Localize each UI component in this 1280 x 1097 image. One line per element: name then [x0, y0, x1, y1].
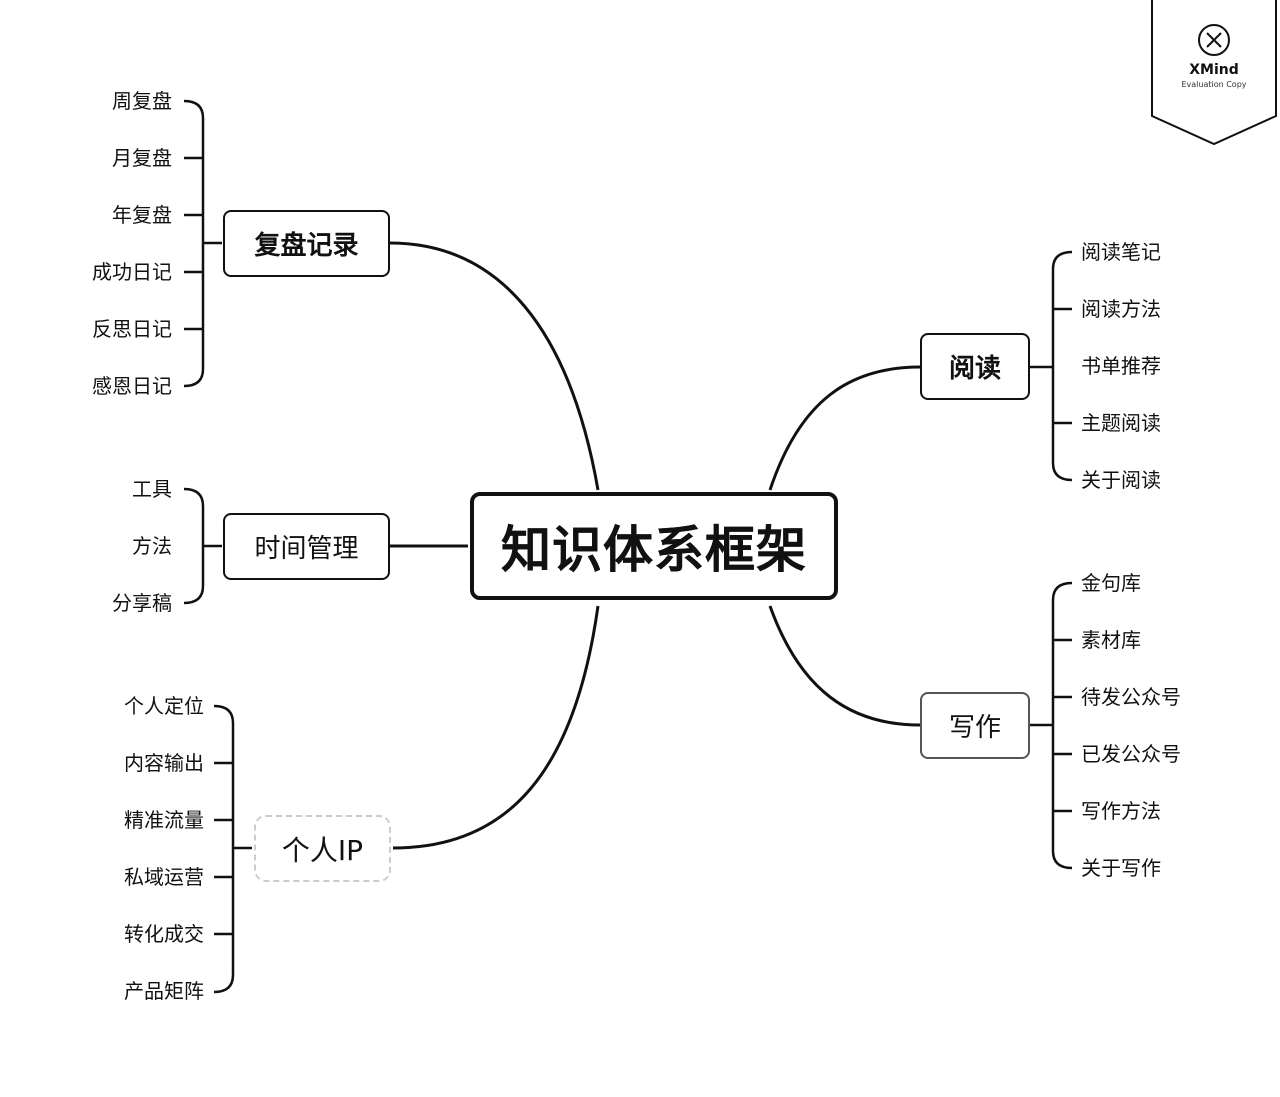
- leaf-ip-6[interactable]: 产品矩阵: [124, 979, 204, 1003]
- central-topic[interactable]: 知识体系框架: [470, 492, 838, 600]
- branch-review[interactable]: 复盘记录: [223, 210, 390, 277]
- branch-review-label: 复盘记录: [254, 231, 359, 261]
- branch-time[interactable]: 时间管理: [223, 513, 390, 580]
- leaf-time-3[interactable]: 分享稿: [112, 591, 172, 615]
- leaf-ip-2[interactable]: 内容输出: [124, 751, 204, 775]
- branch-ip[interactable]: 个人IP: [254, 815, 391, 882]
- connector-ip: [392, 605, 600, 850]
- leaf-writing-4[interactable]: 已发公众号: [1081, 742, 1181, 766]
- leaf-review-5[interactable]: 反思日记: [92, 317, 172, 341]
- leaf-writing-3[interactable]: 待发公众号: [1081, 685, 1181, 709]
- leaf-time-1[interactable]: 工具: [132, 477, 172, 501]
- xmind-logo-icon: [1198, 24, 1230, 56]
- leaf-reading-2[interactable]: 阅读方法: [1081, 297, 1161, 321]
- branch-time-label: 时间管理: [254, 534, 359, 564]
- leaf-writing-1[interactable]: 金句库: [1081, 571, 1141, 595]
- watermark-subtitle: Evaluation Copy: [1181, 80, 1247, 89]
- leaf-ip-4[interactable]: 私域运营: [124, 865, 204, 889]
- watermark-title: XMind: [1189, 62, 1239, 78]
- branch-ip-label: 个人IP: [281, 833, 364, 867]
- leaf-ip-5[interactable]: 转化成交: [124, 922, 204, 946]
- branch-reading[interactable]: 阅读: [920, 333, 1030, 400]
- leaf-review-3[interactable]: 年复盘: [112, 203, 172, 227]
- watermark-badge: [1151, 0, 1277, 146]
- leaf-reading-4[interactable]: 主题阅读: [1081, 411, 1161, 435]
- leaf-writing-5[interactable]: 写作方法: [1081, 799, 1161, 823]
- leaf-ip-1[interactable]: 个人定位: [124, 694, 204, 718]
- leaf-writing-2[interactable]: 素材库: [1081, 628, 1141, 652]
- leaf-review-6[interactable]: 感恩日记: [92, 374, 172, 398]
- branch-reading-label: 阅读: [948, 354, 1001, 384]
- leaf-reading-5[interactable]: 关于阅读: [1081, 468, 1161, 492]
- connector-writing: [768, 605, 921, 727]
- leaf-review-4[interactable]: 成功日记: [92, 260, 172, 284]
- leaf-reading-3[interactable]: 书单推荐: [1081, 354, 1161, 378]
- leaf-review-1[interactable]: 周复盘: [112, 89, 172, 113]
- connector-review: [389, 241, 600, 491]
- leaf-review-2[interactable]: 月复盘: [112, 146, 172, 170]
- leaf-writing-6[interactable]: 关于写作: [1081, 856, 1161, 880]
- leaf-reading-1[interactable]: 阅读笔记: [1081, 240, 1161, 264]
- leaf-time-2[interactable]: 方法: [132, 534, 172, 558]
- branch-writing[interactable]: 写作: [920, 692, 1030, 759]
- central-topic-label: 知识体系框架: [501, 521, 807, 579]
- connector-reading: [768, 365, 921, 491]
- branch-writing-label: 写作: [948, 713, 1001, 743]
- leaf-ip-3[interactable]: 精准流量: [124, 808, 204, 832]
